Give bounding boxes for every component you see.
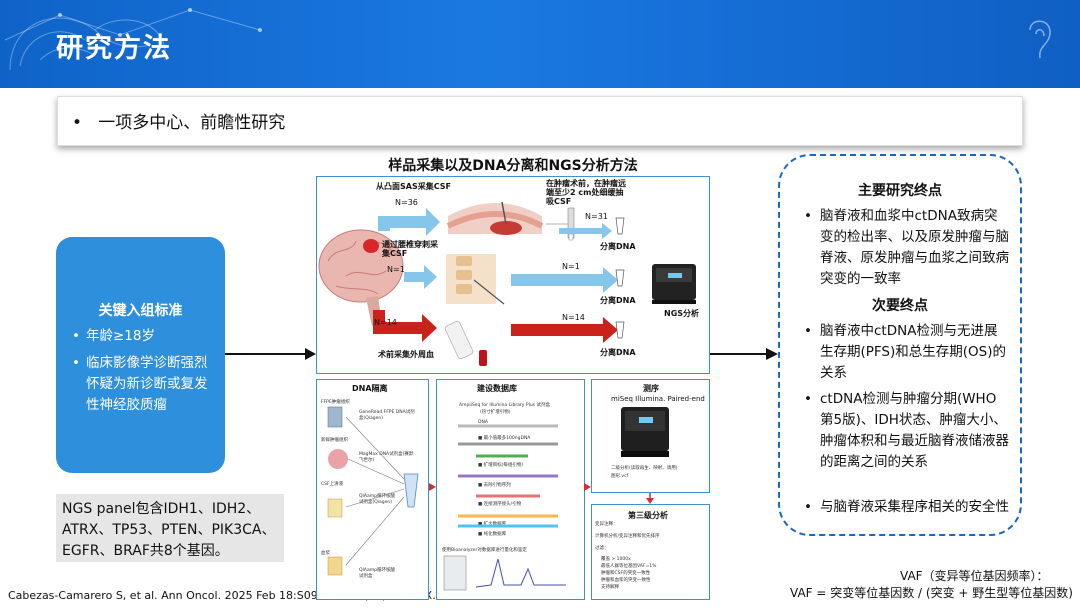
study-type-bar [57, 96, 1023, 146]
label-n1b: N=1 [562, 262, 580, 271]
inclusion-item-age: 年龄≥18岁 [86, 328, 155, 344]
secondary-endpoint-title: 次要终点 [872, 298, 928, 314]
study-label: 一项多中心、前瞻性研究 [98, 113, 286, 133]
sequencing-illustration [621, 407, 669, 457]
inclusion-item-imaging: 临床影像学诊断强烈怀疑为新诊断或复发性神经胶质瘤 [86, 355, 208, 413]
arrow-blood [373, 310, 437, 342]
sample-tubes [615, 217, 625, 339]
library-step-1: ■ 最小值最多100ngDNA [478, 436, 531, 441]
library-title: 建设数据库 [477, 384, 517, 393]
dna-csf-kit: QIAamp循环核酸试剂盒(Qiagen) [359, 494, 395, 505]
label-sep-dna-3: 分离DNA [600, 348, 636, 357]
arrow-n14 [511, 317, 618, 343]
blood-tube-illustration [444, 320, 487, 366]
tertiary-panel [591, 504, 710, 600]
sequencing-desc: 二级分析(读取再生、映射、调用) [611, 466, 678, 471]
library-step-2: ■ 扩增目标(每组引物) [478, 463, 524, 468]
collection-illustration [318, 201, 696, 366]
arrow-csf-sas [378, 208, 440, 236]
dna-isolation-illustration [327, 406, 419, 576]
library-dna: DNA [478, 420, 488, 425]
dna-fresh-kit: MagMax DNA试剂盒(赛默飞世尔) [359, 452, 414, 463]
tertiary-item-4: 肿瘤和血浆的突变一致性 [601, 578, 651, 583]
gene-panel-text: NGS panel包含IDH1、IDH2、ATRX、TP53、PTEN、PIK3… [62, 501, 276, 559]
header-banner [0, 0, 1080, 88]
dna-isolation-title: DNA隔离 [352, 384, 388, 393]
label-n14b: N=14 [562, 313, 585, 322]
label-ngs: NGS分析 [664, 309, 700, 318]
vaf-definition-line2: VAF = 突变等位基因数 / (突变 + 野生型等位基因数) [790, 586, 1073, 600]
label-sep-dna-1: 分离DNA [600, 242, 636, 251]
dna-plasma-kit: QIAamp循环核酸试剂盒 [359, 568, 395, 579]
dna-fresh: 新鲜肿瘤组织 [321, 438, 348, 443]
library-kit-note: (热寸扩增引物) [480, 410, 511, 415]
flow-title: 样品采集以及DNA分离和NGS分析方法 [388, 158, 638, 174]
dna-ffpe-kit: GeneRead FFPE DNA试剂盒(Qiagen) [359, 410, 415, 421]
vaf-definition-line1: VAF（变异等位基因频率）： [900, 569, 1049, 583]
header-decoration [4, 8, 1051, 71]
tertiary-item-1: 覆盖 > 1000x [601, 557, 631, 562]
arrow-lumbar [404, 265, 437, 289]
label-lumbar: 通过腰椎穿刺采集CSF [382, 240, 438, 258]
label-n14a: N=14 [374, 318, 397, 327]
dna-plasma: 血浆 [321, 551, 330, 556]
label-tumor-csf: 在肿瘤术前，在肿瘤远端至少2 cm处细缓抽吸CSF [546, 179, 626, 206]
inclusion-criteria-box [56, 237, 225, 473]
study-bullet: • [72, 113, 83, 133]
dna-ffpe: FFPE肿瘤组织 [321, 400, 350, 405]
tertiary-title: 第三级分析 [628, 511, 668, 520]
primary-endpoint-item: •脑脊液和血浆中ctDNA致病突变的检出率、以及原发肿瘤与脑脊液、原发肿瘤与血浆… [804, 208, 1009, 287]
dna-csf: CSF上清液 [321, 482, 344, 487]
page-title: 研究方法 [56, 33, 172, 64]
label-sep-dna-2: 分离DNA [600, 296, 636, 305]
arrow-n1 [511, 267, 618, 293]
tertiary-item-3: 肿瘤和CSF的突变一致性 [601, 571, 651, 576]
library-step-6: ■ 纯化数据库 [478, 532, 507, 537]
label-n31: N=31 [585, 212, 608, 221]
tertiary-item-2: 最低人群等位基因VAF=1% [601, 564, 657, 569]
label-n1a: N=1 [387, 265, 405, 274]
gene-panel-box [56, 494, 284, 562]
library-bioanalyzer: 使用Bioanalyzer对数据库进行量化和鉴定 [442, 548, 527, 553]
inclusion-bullet-1: • [72, 328, 80, 344]
secondary-endpoint-item-3: •与脑脊液采集程序相关的安全性 [804, 499, 1009, 515]
sequencer-illustration [652, 264, 696, 304]
label-n36: N=36 [395, 198, 418, 207]
library-step-3: ■ 去除引物序列 [478, 483, 511, 488]
secondary-endpoint-item-1: •脑脊液中ctDNA检测与无进展生存期(PFS)和总生存期(OS)的关系 [804, 323, 1007, 381]
sequencing-title: 测序 [643, 384, 659, 393]
spine-illustration [446, 254, 505, 305]
label-csf-sas: 从凸面SAS采集CSF [376, 182, 451, 191]
label-blood: 术前采集外周血 [378, 350, 434, 359]
tertiary-item-5: 支持解释 [601, 585, 619, 590]
skull-section [446, 201, 544, 235]
sequencing-machine: miSeq Illumina. Paired-end [611, 395, 705, 403]
library-kit: AmpliSeq for Illumina Library Plus 试剂盒 [459, 403, 550, 408]
tertiary-line1: 变异注释： [595, 522, 618, 527]
tertiary-line2: 计算机分析/变异注释和优先排序 [595, 534, 660, 539]
tertiary-line3: 过滤： [595, 546, 609, 551]
endpoints-box [778, 154, 1022, 536]
library-illustration [443, 424, 566, 591]
arrow-n31 [559, 223, 612, 239]
syringe-illustration [546, 207, 575, 241]
inclusion-bullet-2: • [72, 355, 80, 371]
primary-endpoint-title: 主要研究终点 [858, 183, 942, 199]
study-type-text: • 一项多中心、前瞻性研究 [72, 108, 285, 133]
inclusion-title: 关键入组标准 [98, 303, 183, 319]
sequencing-desc2: 图形.vcf [611, 474, 629, 479]
library-step-4: ■ 连接测序接头/引物 [478, 502, 522, 507]
secondary-endpoint-item-2: •ctDNA检测与肿瘤分期(WHO 第5版)、IDH状态、肿瘤大小、肿瘤体积和与… [804, 391, 1009, 470]
